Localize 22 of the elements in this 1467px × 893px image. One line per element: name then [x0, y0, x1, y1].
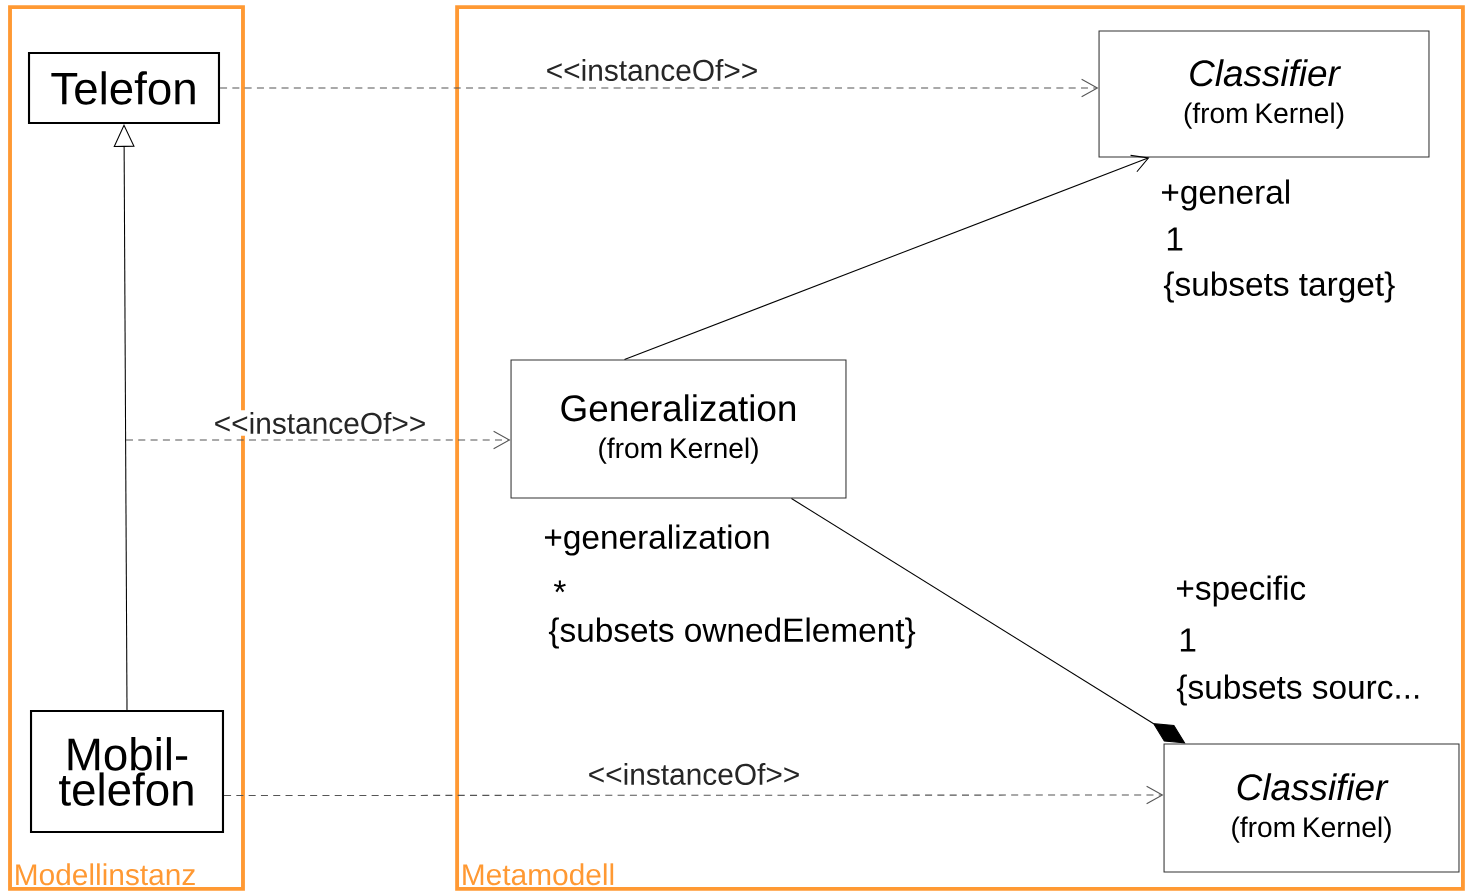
role-label: {subsets ownedElement} [548, 617, 916, 649]
class-box: Classifier (from Kernel) [1163, 743, 1460, 873]
role-label: +specific [1177, 575, 1306, 607]
role-label: 1 [1180, 628, 1196, 652]
role-label: +general [1162, 179, 1289, 211]
arrow [223, 785, 1164, 805]
class-box: Classifier (from Kernel) [1098, 30, 1430, 158]
arrow [623, 154, 1150, 360]
role-label: {subsets sourc... [1176, 674, 1419, 706]
role-label: 1 [1167, 227, 1183, 251]
arrow [219, 78, 1099, 98]
class-box: Generalization (from Kernel) [510, 359, 847, 499]
role-label: * [553, 580, 566, 593]
edge-label: <<instanceOf>> [211, 410, 429, 436]
arrow [125, 430, 511, 450]
edge-label: <<instanceOf>> [586, 761, 803, 787]
arrow [113, 124, 135, 711]
edge-label: <<instanceOf>> [544, 57, 761, 83]
role-label: {subsets target} [1163, 271, 1395, 303]
class-box: Telefon [27, 51, 221, 125]
arrow [790, 498, 1186, 744]
class-box: Mobil- telefon [29, 709, 225, 834]
